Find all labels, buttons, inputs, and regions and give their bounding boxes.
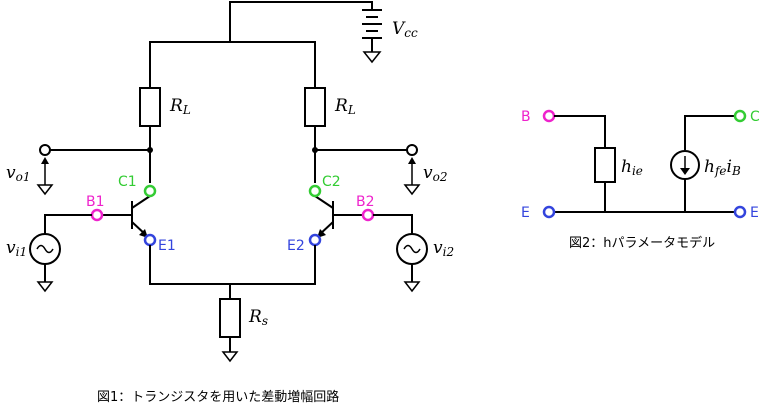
collector-node-c1[interactable] [143,184,157,198]
emitter-rail [149,245,316,285]
c-label: C [750,109,760,125]
c1-label: C1 [118,174,137,190]
vcc-source [229,1,382,64]
output-terminal-vo1[interactable] [39,144,51,156]
figure1-caption: 図1：トランジスタを用いた差動増幅回路 [97,389,339,405]
terminal-e-left[interactable] [542,205,556,219]
load-resistor-left [139,87,161,127]
input-wire-left [44,214,92,234]
terminal-e-right[interactable] [733,205,747,219]
vcc-label: Vcc [392,19,418,40]
terminal-c[interactable] [733,109,747,123]
b2-label: B2 [356,194,375,210]
source-resistor-rs [219,298,241,338]
vo2-label: vo2 [423,163,447,184]
hfe-ib-label: hfeiB [704,157,741,178]
h-parameter-model: B hie hfeiB C E E 図2：hパラメータモデル [521,109,760,251]
input-wire-right [373,214,413,234]
rl-left-label: RL [169,96,191,117]
output-wire [684,115,735,150]
rl-right-label: RL [334,96,356,117]
e-right-label: E [750,205,759,221]
differential-amplifier-circuit: Vcc RL RL vo1 vo2 [6,1,454,405]
c2-label: C2 [322,174,341,190]
emitter-node-e1[interactable] [143,233,157,247]
terminal-b[interactable] [542,109,556,123]
b1-label: B1 [86,194,105,210]
base-node-b1[interactable] [90,208,104,222]
supply-rail [149,41,316,88]
vi1-label: vi1 [6,238,27,259]
vo1-label: vo1 [6,163,30,184]
b-label: B [521,109,531,125]
vi2-label: vi2 [433,238,454,259]
e2-label: E2 [287,238,305,254]
hie-label: hie [621,157,643,178]
input-wire [554,115,606,148]
rs-label: Rs [248,307,268,328]
figure2-caption: 図2：hパラメータモデル [569,235,715,251]
resistor-hie [594,147,616,183]
e-left-label: E [521,205,530,221]
load-resistor-right [304,87,326,127]
transistor-q1 [102,195,151,238]
emitter-node-e2[interactable] [308,233,322,247]
output-terminal-vo2[interactable] [406,144,418,156]
e1-label: E1 [158,238,176,254]
collector-node-c2[interactable] [308,184,322,198]
base-node-b2[interactable] [361,208,375,222]
